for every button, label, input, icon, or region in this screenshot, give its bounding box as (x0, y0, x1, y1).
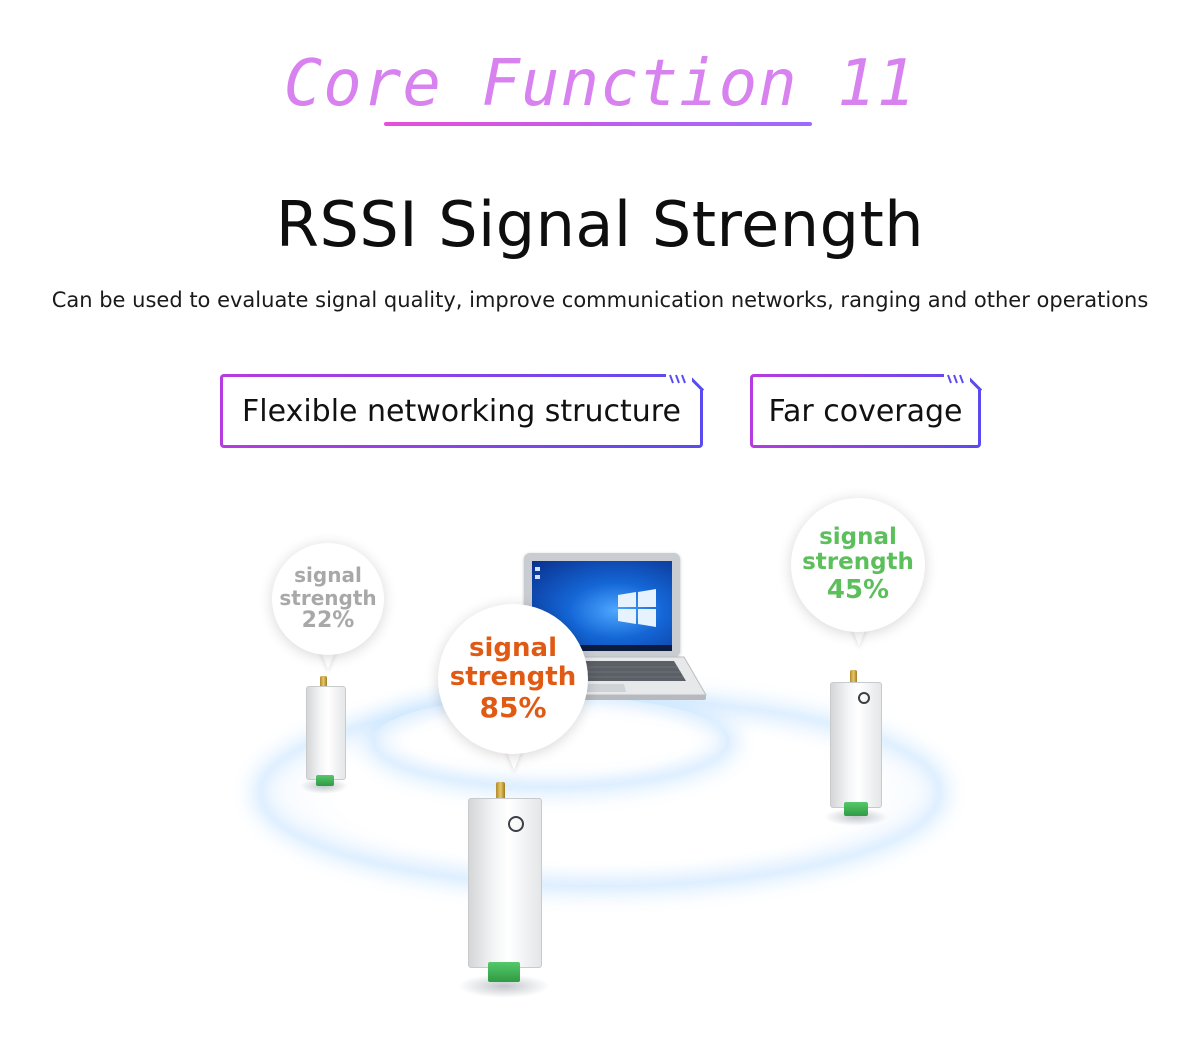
bubble-line1: signal (819, 523, 897, 550)
feature-label: Flexible networking structure (242, 393, 681, 429)
terminal-block (488, 962, 520, 982)
signal-bubble-22: signal strength 22% (272, 543, 384, 655)
page-title: RSSI Signal Strength (275, 188, 925, 261)
antenna (850, 670, 857, 684)
terminal-block (844, 802, 868, 816)
antenna (496, 782, 505, 800)
core-function-underline (384, 122, 812, 126)
radio-modem-device (306, 686, 346, 780)
bubble-line2: strength (802, 549, 914, 576)
bubble-value: 22% (301, 608, 355, 634)
windows-logo-icon (532, 567, 672, 651)
antenna (320, 676, 327, 688)
wifi-ticks-icon (944, 374, 970, 384)
bubble-line1: signal (469, 633, 557, 664)
bubble-line1: signal (294, 563, 362, 588)
radio-modem-device (830, 682, 882, 808)
bubble-line2: strength (279, 585, 377, 610)
robot-logo-icon (508, 816, 524, 832)
wifi-ticks-icon (666, 374, 692, 384)
page-subtitle: Can be used to evaluate signal quality, … (51, 288, 1149, 312)
signal-bubble-45: signal strength 45% (791, 498, 925, 632)
feature-box-far-coverage: Far coverage (750, 374, 983, 448)
radio-modem-device (468, 798, 542, 968)
core-function-title: Core Function 11 (283, 47, 917, 121)
bubble-line2: strength (449, 662, 577, 693)
signal-bubble-85: signal strength 85% (438, 604, 588, 754)
bubble-value: 85% (479, 691, 547, 725)
feature-label: Far coverage (768, 393, 963, 429)
bubble-value: 45% (826, 575, 890, 606)
feature-box-flexible-networking: Flexible networking structure (220, 374, 705, 448)
terminal-block (316, 775, 334, 786)
robot-logo-icon (858, 692, 870, 704)
